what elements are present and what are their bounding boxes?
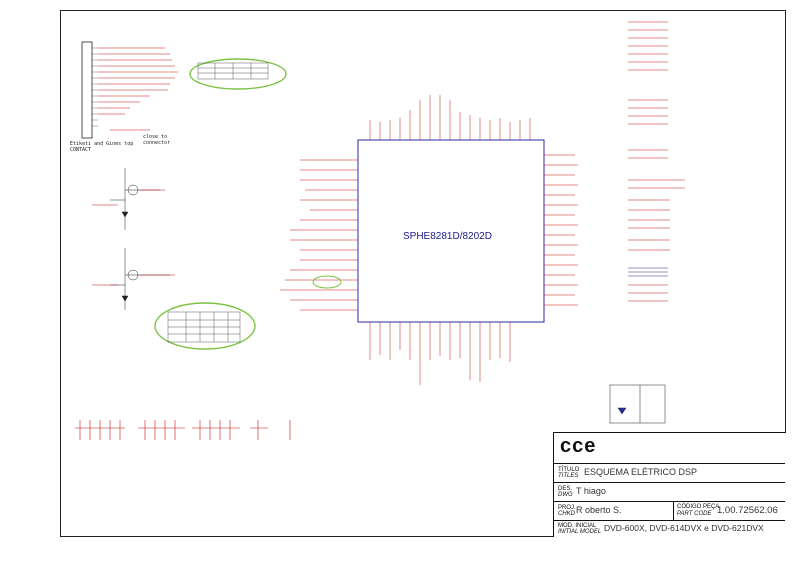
- drawing-title: ESQUEMA ELÉTRICO DSP: [584, 467, 698, 477]
- transistor-circuit-1: [110, 168, 160, 230]
- right-bus-lines: [628, 267, 668, 277]
- chip-bottom-pins: [369, 322, 511, 385]
- cce-logo: cce: [554, 433, 785, 464]
- dwg-label-text: DWG: [558, 492, 573, 498]
- codigo-label: CÓDIGO PEÇA: [677, 504, 720, 510]
- cce-logo-text: cce: [560, 435, 597, 457]
- titles-label: TITLES: [558, 473, 578, 479]
- mod-label: MOD. INICIAL: [558, 523, 597, 529]
- designer-row: DES. DWG T hiago: [554, 482, 785, 502]
- titles-label-text: TITLES: [558, 473, 579, 479]
- titulo-label: TÍTULO: [558, 467, 580, 473]
- dwg-label: DWG: [558, 492, 573, 498]
- des-label: DES.: [558, 486, 573, 492]
- highlight-ellipse-bottom: [154, 302, 256, 350]
- bottom-resistor-banks: [75, 420, 291, 440]
- title-block: cce TÍTULO TITLES ESQUEMA ELÉTRICO DSP D…: [553, 432, 786, 537]
- proj-label: PROJ.: [558, 505, 576, 511]
- transistor-circuit-2: [110, 248, 170, 310]
- part-code-label: PART CODE: [677, 511, 711, 517]
- initial-model-label: INITIAL MODEL: [558, 529, 601, 535]
- checker-name: R oberto S.: [576, 505, 622, 515]
- connector-pins: [92, 47, 98, 127]
- connector-nets: [98, 47, 178, 131]
- transistor-nets: [92, 189, 175, 286]
- chkd-label: CHKD: [558, 511, 575, 517]
- chip-left-pins: [280, 159, 358, 311]
- model-row: MOD. INICIAL INITIAL MODEL DVD-600X, DVD…: [554, 520, 785, 538]
- option-table-bottom: [167, 311, 241, 343]
- right-net-labels: [628, 21, 685, 302]
- connector-note-2: CONTACT: [70, 147, 92, 153]
- part-code-value: 1.00.72562.06: [717, 505, 778, 516]
- highlight-ellipse-top: [189, 58, 287, 90]
- part-code-label-text: PART CODE: [677, 511, 712, 517]
- chkd-label-text: CHKD: [558, 511, 576, 517]
- dsp-chip-outline: [357, 139, 545, 323]
- option-table-top: [197, 62, 269, 80]
- models-value: DVD-600X, DVD-614DVX e DVD-621DVX: [604, 523, 764, 533]
- checker-row: PROJ. CHKD R oberto S. CÓDIGO PEÇA PART …: [554, 501, 785, 521]
- designer-name: T hiago: [576, 486, 606, 496]
- initial-model-label-text: INITIAL MODEL: [558, 529, 602, 535]
- schematic-sheet-border: [60, 10, 786, 537]
- title-row: TÍTULO TITLES ESQUEMA ELÉTRICO DSP: [554, 463, 785, 483]
- power-circuit: [609, 384, 666, 424]
- left-connector: [81, 41, 93, 139]
- highlight-ellipse-pins: [312, 275, 342, 289]
- chip-top-pins: [369, 95, 531, 140]
- close-note: close to: [143, 134, 168, 140]
- part-code-divider: [673, 501, 674, 520]
- close-note-2: connector: [143, 140, 171, 146]
- dsp-chip-label: SPHE8281D/8202D: [403, 231, 492, 242]
- chip-right-pins: [544, 154, 578, 306]
- connector-note: Etiketi and Gines top: [70, 141, 134, 147]
